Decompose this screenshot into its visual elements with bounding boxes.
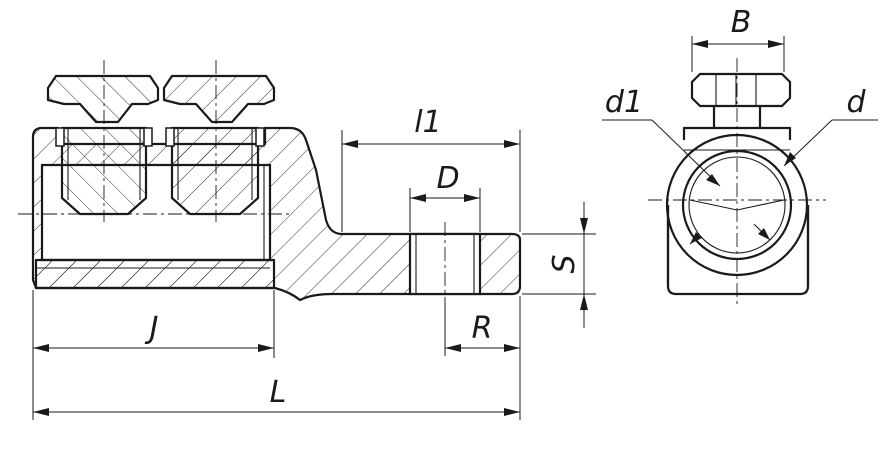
screw-right-head — [162, 74, 276, 124]
label-J: J — [145, 311, 159, 346]
label-L: L — [270, 375, 287, 410]
end-view-screw-head — [690, 72, 792, 108]
screw-right-shank — [170, 126, 260, 216]
label-d: d — [846, 85, 866, 120]
label-S: S — [547, 254, 582, 273]
leader-d1 — [651, 119, 721, 187]
seat-notch — [143, 127, 153, 147]
label-B: B — [731, 5, 752, 40]
label-l1: l1 — [414, 105, 441, 140]
seat-notch — [55, 127, 65, 147]
bore-bottom-wall — [34, 258, 276, 290]
seat-notch — [165, 127, 175, 147]
label-R: R — [472, 311, 493, 346]
end-view-housing — [666, 205, 810, 296]
end-view: B d1 d — [602, 5, 878, 306]
screw-left-head — [46, 74, 160, 124]
label-d1: d1 — [605, 85, 643, 120]
side-section-view: l1 D S J R L — [18, 60, 596, 420]
label-D: D — [436, 161, 459, 196]
seat-notch — [255, 127, 265, 147]
